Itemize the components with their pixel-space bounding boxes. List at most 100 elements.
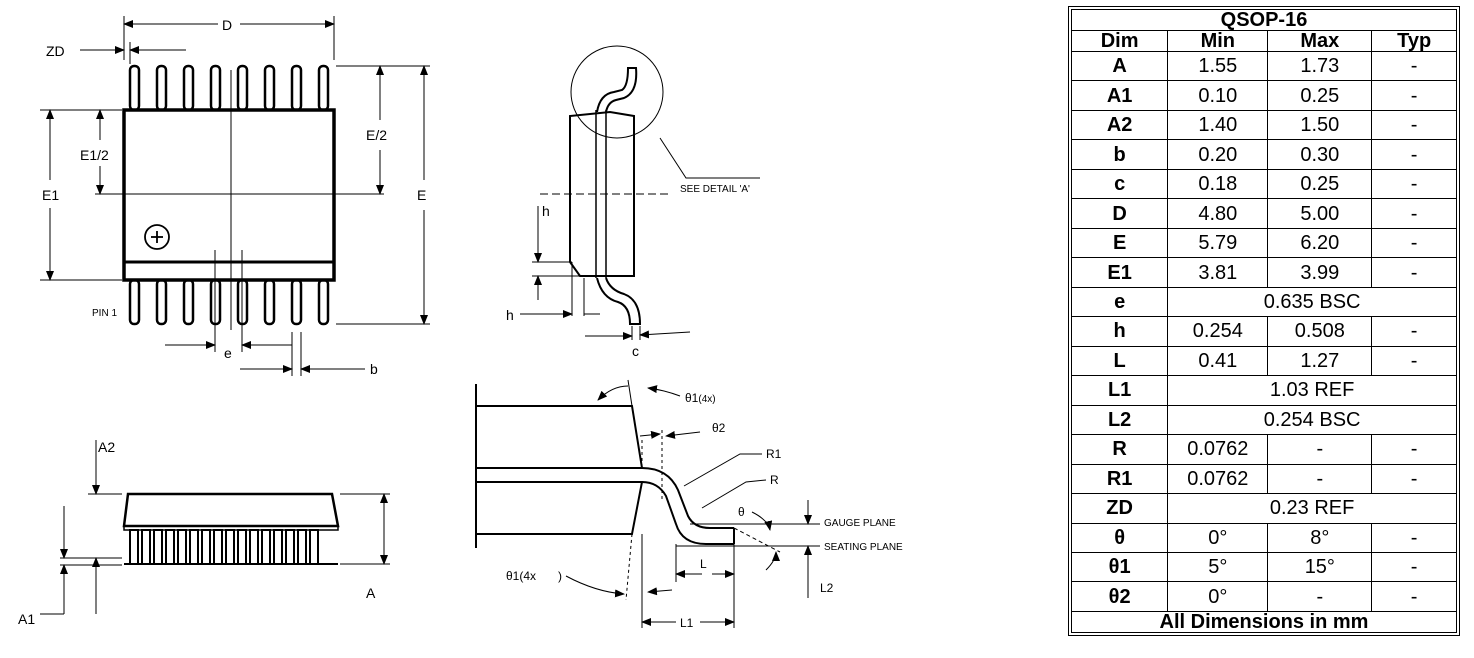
cell-min: 0.18 <box>1167 168 1269 200</box>
cell-min: 5.79 <box>1167 227 1269 259</box>
cell-dim: c <box>1070 168 1169 200</box>
cell-max: - <box>1267 463 1373 495</box>
label-l: L <box>700 557 707 571</box>
cell-min: 3.81 <box>1167 257 1269 288</box>
label-theta1-bottom-count: (4x <box>519 569 536 583</box>
top-leads <box>128 64 330 112</box>
label-a1: A1 <box>18 611 35 627</box>
label-h-top: h <box>542 203 550 219</box>
cell-max: - <box>1267 581 1373 612</box>
cell-min: 1.40 <box>1167 109 1269 141</box>
label-e-half: E/2 <box>366 127 387 143</box>
label-theta1-top-symbol: θ1 <box>685 391 699 405</box>
cell-typ: - <box>1371 109 1457 141</box>
label-e1: E1 <box>42 187 59 203</box>
end-view-leads <box>129 529 319 565</box>
cell-span: 0.23 REF <box>1167 493 1457 524</box>
cell-dim: L1 <box>1070 375 1169 406</box>
label-a: A <box>366 585 376 601</box>
label-theta: θ <box>738 505 745 519</box>
cell-min: 0.10 <box>1167 80 1269 111</box>
cell-max: 6.20 <box>1267 227 1373 259</box>
cell-typ: - <box>1371 168 1457 200</box>
cell-dim: A1 <box>1070 80 1169 111</box>
table-footer: All Dimensions in mm <box>1071 611 1457 633</box>
label-r1: R1 <box>766 447 782 461</box>
label-gauge-plane: GAUGE PLANE <box>824 518 896 529</box>
cell-max: 3.99 <box>1267 257 1373 288</box>
label-d: D <box>222 17 232 33</box>
cell-span: 0.254 BSC <box>1167 404 1457 436</box>
column-header: Dim <box>1070 30 1169 52</box>
label-r: R <box>770 473 779 487</box>
label-c: c <box>632 343 639 359</box>
detail-circle <box>570 45 664 139</box>
label-see-detail: SEE DETAIL 'A' <box>680 184 750 195</box>
cell-dim: θ2 <box>1070 581 1169 612</box>
cell-dim: e <box>1070 286 1169 318</box>
cell-max: 1.73 <box>1267 50 1373 82</box>
cell-dim: L2 <box>1070 404 1169 436</box>
cell-span: 1.03 REF <box>1167 375 1457 406</box>
cell-max: 0.30 <box>1267 139 1373 170</box>
cell-typ: - <box>1371 139 1457 170</box>
cell-dim: A <box>1070 50 1169 82</box>
cell-typ: - <box>1371 257 1457 288</box>
pin1-dot <box>144 224 170 250</box>
cell-dim: R <box>1070 434 1169 465</box>
cell-typ: - <box>1371 551 1457 583</box>
side-view <box>520 45 760 340</box>
column-header: Max <box>1267 30 1373 52</box>
cell-max: 8° <box>1267 522 1373 553</box>
cell-min: 0.254 <box>1167 316 1269 347</box>
cell-dim: L <box>1070 345 1169 377</box>
label-l1: L1 <box>680 616 694 630</box>
cell-dim: h <box>1070 316 1169 347</box>
cell-max: 1.50 <box>1267 109 1373 141</box>
cell-min: 0.0762 <box>1167 434 1269 465</box>
bottom-leads <box>128 278 330 326</box>
label-theta2: θ2 <box>712 421 726 435</box>
cell-typ: - <box>1371 50 1457 82</box>
cell-dim: θ <box>1070 522 1169 553</box>
package-body-top <box>122 108 336 282</box>
table-title-row: QSOP-16 <box>1071 9 1457 31</box>
cell-min: 5° <box>1167 551 1269 583</box>
label-b: b <box>370 361 378 377</box>
svg-text:θ1(4x): θ1(4x) <box>685 391 716 405</box>
label-e1-half: E1/2 <box>80 147 109 163</box>
cell-max: 15° <box>1267 551 1373 583</box>
cell-dim: A2 <box>1070 109 1169 141</box>
label-pitch-e: e <box>224 345 232 361</box>
cell-min: 0.41 <box>1167 345 1269 377</box>
label-e: E <box>417 187 426 203</box>
package-drawing: D ZD E/2 E E1/2 E1 PIN 1 e b SEE DETAIL … <box>18 16 903 630</box>
cell-max: 1.27 <box>1267 345 1373 377</box>
label-theta1-bottom-symbol: θ1 <box>506 569 520 583</box>
label-zd: ZD <box>46 43 65 59</box>
cell-min: 0° <box>1167 522 1269 553</box>
cell-typ: - <box>1371 80 1457 111</box>
cell-dim: b <box>1070 139 1169 170</box>
label-theta1-top-count: (4x) <box>698 394 715 405</box>
table-footer-row: All Dimensions in mm <box>1071 611 1457 633</box>
cell-dim: E1 <box>1070 257 1169 288</box>
label-theta1-bottom-close: ) <box>558 569 562 583</box>
